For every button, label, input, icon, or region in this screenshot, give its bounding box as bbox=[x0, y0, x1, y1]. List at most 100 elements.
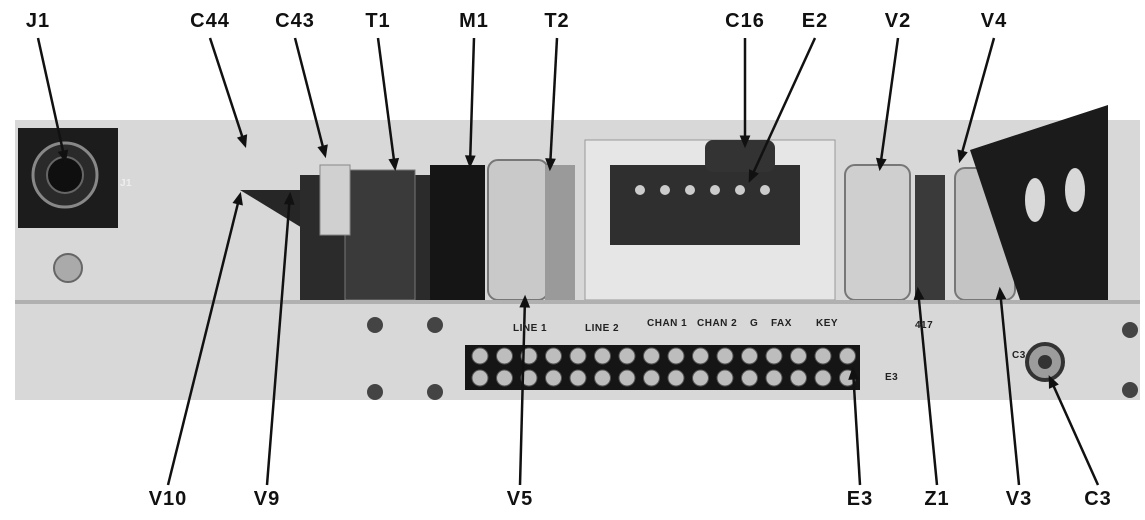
terminal-screw bbox=[569, 369, 587, 387]
tube-v2 bbox=[844, 164, 911, 301]
leader-v3 bbox=[998, 289, 1021, 486]
leader-j1 bbox=[36, 37, 67, 161]
leader-j1-arrowhead bbox=[57, 149, 69, 164]
terminal-label-chan1: CHAN 1 bbox=[647, 318, 688, 329]
leader-z1 bbox=[916, 289, 939, 486]
callout-c3: C3 bbox=[1084, 488, 1112, 510]
leader-v2 bbox=[878, 37, 900, 169]
zener-z1 bbox=[915, 175, 945, 300]
callout-j1: J1 bbox=[25, 10, 51, 32]
panel-screw bbox=[1122, 322, 1138, 338]
terminal-label-fax: FAX bbox=[771, 318, 792, 329]
leader-t1-arrowhead bbox=[388, 157, 400, 172]
leader-e2-arrowhead bbox=[748, 169, 759, 183]
leader-t2-arrowhead bbox=[545, 158, 556, 172]
terminal-screw bbox=[741, 347, 758, 365]
leader-m1 bbox=[468, 37, 476, 166]
callout-c16: C16 bbox=[725, 10, 765, 32]
callout-m1: M1 bbox=[459, 10, 489, 32]
terminal-screw bbox=[765, 369, 783, 387]
terminal-label-line2: LINE 2 bbox=[585, 323, 620, 334]
terminal-screw bbox=[667, 347, 685, 365]
leader-v4 bbox=[958, 37, 996, 161]
terminal-screw bbox=[643, 347, 660, 365]
circuit-board bbox=[610, 165, 800, 245]
terminal-label-line1: LINE 1 bbox=[513, 323, 548, 334]
panel-screw bbox=[367, 384, 383, 400]
leader-v4-arrowhead bbox=[957, 149, 968, 164]
leader-e3 bbox=[851, 369, 862, 486]
meter-m1 bbox=[430, 165, 485, 300]
callout-t2: T2 bbox=[544, 10, 570, 32]
terminal-screw bbox=[569, 347, 587, 365]
leader-t2 bbox=[548, 37, 559, 169]
transformer-t1 bbox=[344, 169, 416, 301]
callout-v10: V10 bbox=[148, 488, 188, 510]
callout-v2: V2 bbox=[884, 10, 912, 32]
leader-c16-arrowhead bbox=[739, 135, 751, 149]
leader-v5 bbox=[518, 297, 527, 486]
terminal-screw bbox=[618, 369, 636, 387]
terminal-label-g: G bbox=[750, 318, 759, 329]
terminal-screw bbox=[594, 347, 611, 365]
callout-v5: V5 bbox=[506, 488, 534, 510]
leader-v10 bbox=[166, 194, 242, 486]
panel-screw bbox=[367, 317, 383, 333]
terminal-screw bbox=[643, 369, 660, 387]
capacitor-c16 bbox=[705, 140, 775, 172]
callout-z1: Z1 bbox=[924, 488, 950, 510]
terminal-screw bbox=[790, 369, 807, 387]
leader-v2-arrowhead bbox=[875, 157, 887, 172]
terminal-screw bbox=[496, 347, 513, 365]
callout-c43: C43 bbox=[275, 10, 315, 32]
tube-v5 bbox=[487, 159, 549, 301]
panel-screw bbox=[427, 317, 443, 333]
j1-panel-mark: J1 bbox=[120, 178, 133, 189]
panel-screw bbox=[427, 384, 443, 400]
callout-v4: V4 bbox=[980, 10, 1008, 32]
terminal-screw bbox=[692, 369, 709, 387]
leader-v5-arrowhead bbox=[519, 294, 531, 308]
leader-c44-arrowhead bbox=[236, 134, 248, 149]
e3-panel-mark: E3 bbox=[885, 372, 899, 383]
terminal-screw bbox=[716, 347, 734, 365]
callout-v9: V9 bbox=[253, 488, 281, 510]
leader-e3-arrowhead bbox=[848, 366, 859, 380]
terminal-screw bbox=[716, 369, 734, 387]
leader-v3-arrowhead bbox=[995, 286, 1007, 301]
panel-screw bbox=[1122, 382, 1138, 398]
leader-v9-arrowhead bbox=[283, 191, 295, 205]
terminal-label-chan2: CHAN 2 bbox=[697, 318, 738, 329]
terminal-screw bbox=[667, 369, 685, 387]
callout-e2: E2 bbox=[801, 10, 829, 32]
c3-panel-mark: C3 bbox=[1012, 350, 1026, 361]
terminal-screw bbox=[594, 369, 611, 387]
terminal-screw bbox=[520, 347, 538, 365]
terminal-screw bbox=[790, 347, 807, 365]
terminal-screw bbox=[618, 347, 636, 365]
terminal-screw bbox=[496, 369, 513, 387]
terminal-screw bbox=[814, 369, 832, 387]
callout-e3: E3 bbox=[846, 488, 874, 510]
terminal-screw bbox=[545, 347, 562, 365]
leader-c43 bbox=[293, 37, 327, 156]
leader-c3 bbox=[1048, 377, 1100, 486]
leader-c44 bbox=[208, 37, 247, 146]
leader-z1-arrowhead bbox=[913, 286, 925, 301]
terminal-screw bbox=[765, 347, 783, 365]
callout-c44: C44 bbox=[190, 10, 230, 32]
leader-e2 bbox=[748, 37, 817, 181]
mount-knob bbox=[53, 253, 83, 283]
leader-c3-arrowhead bbox=[1048, 375, 1059, 389]
terminal-screw bbox=[471, 347, 489, 365]
leader-c43-arrowhead bbox=[317, 144, 328, 159]
terminal-screw bbox=[741, 369, 758, 387]
leader-t1 bbox=[376, 37, 397, 169]
part-number: 417 bbox=[915, 320, 934, 331]
terminal-screw bbox=[545, 369, 562, 387]
leader-v10-arrowhead bbox=[232, 191, 243, 206]
terminal-screw bbox=[814, 347, 832, 365]
terminal-screw bbox=[692, 347, 709, 365]
callout-v3: V3 bbox=[1005, 488, 1033, 510]
